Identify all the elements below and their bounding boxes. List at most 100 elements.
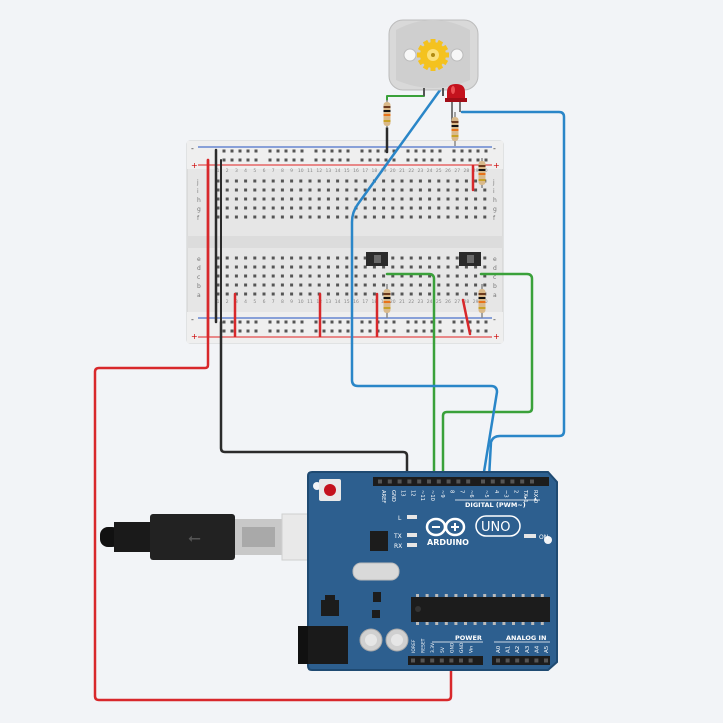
digital-pin-label: ~10 — [429, 490, 435, 501]
column-number: 16 — [353, 299, 359, 305]
column-number: 1 — [217, 168, 220, 174]
header-pin[interactable] — [387, 479, 392, 484]
header-pin[interactable] — [430, 658, 435, 663]
digital-pin-label: 13 — [400, 490, 406, 497]
header-pin[interactable] — [436, 479, 441, 484]
breadboard-column-numbers: 1122334455667788991010111112121313141415… — [217, 168, 488, 305]
analog-pin-label: A1 — [506, 646, 512, 653]
row-letter: i — [493, 188, 495, 195]
column-number: 28 — [464, 168, 470, 174]
header-pin[interactable] — [427, 479, 431, 484]
row-letter: c — [493, 274, 496, 281]
resistor-led[interactable] — [451, 112, 459, 146]
header-pin[interactable] — [520, 479, 525, 484]
brand-label: ARDUINO — [427, 538, 469, 547]
rail-minus-label: - — [191, 144, 194, 153]
header-pin[interactable] — [466, 479, 471, 484]
column-number: 9 — [290, 168, 293, 174]
header-pin[interactable] — [411, 658, 415, 663]
analog-pin-label: A2 — [515, 646, 521, 653]
column-number: 2 — [226, 299, 229, 305]
column-number: 6 — [263, 168, 266, 174]
column-number: 27 — [454, 168, 460, 174]
row-letter: e — [493, 256, 497, 263]
wire-green-pin10 — [441, 272, 534, 480]
header-pin[interactable] — [496, 658, 500, 663]
column-number: 27 — [454, 299, 460, 305]
header-pin[interactable] — [544, 658, 548, 663]
column-number: 20 — [390, 299, 396, 305]
column-number: 8 — [281, 168, 284, 174]
on-label: ON — [539, 534, 548, 541]
digital-pin-label: ~3 — [503, 490, 509, 498]
header-pin[interactable] — [515, 658, 520, 663]
led-rx-label: RX — [394, 543, 402, 550]
column-number: 8 — [281, 299, 284, 305]
column-number: 17 — [362, 299, 368, 305]
header-pin[interactable] — [446, 479, 451, 484]
header-pin[interactable] — [449, 658, 454, 663]
resistor-motor[interactable] — [383, 100, 391, 128]
dc-motor[interactable] — [388, 19, 479, 96]
resistor-pullup-1[interactable] — [478, 158, 486, 188]
power-pin-label: GND — [459, 642, 465, 653]
red-led[interactable] — [445, 84, 467, 122]
row-letter: a — [493, 292, 497, 299]
row-letter: e — [197, 256, 201, 263]
header-pin[interactable] — [481, 479, 485, 484]
column-number: 23 — [418, 168, 424, 174]
resistor-button-2[interactable] — [478, 284, 486, 318]
row-letter: j — [492, 179, 495, 186]
header-pin[interactable] — [530, 479, 534, 484]
column-number: 13 — [326, 168, 332, 174]
model-label: UNO — [481, 520, 510, 535]
header-pin[interactable] — [439, 658, 444, 663]
header-pin[interactable] — [510, 479, 515, 484]
header-pin[interactable] — [420, 658, 425, 663]
header-pin[interactable] — [397, 479, 402, 484]
rail-plus-label: + — [191, 161, 198, 170]
digital-pin-label: RX◂0 — [532, 490, 538, 503]
header-pin[interactable] — [459, 658, 463, 663]
resistors[interactable] — [383, 100, 486, 318]
header-pin[interactable] — [468, 658, 473, 663]
column-number: 22 — [408, 168, 414, 174]
analog-pin-label: A5 — [544, 645, 550, 653]
column-number: 24 — [427, 299, 433, 305]
resistor-button-1[interactable] — [383, 284, 391, 318]
rail-minus-label: - — [493, 315, 496, 324]
analog-pin-label: A3 — [525, 645, 531, 653]
column-number: 11 — [307, 299, 313, 305]
wire-green-pin11 — [385, 272, 436, 480]
column-number: 9 — [290, 299, 293, 305]
header-pin[interactable] — [417, 479, 422, 484]
column-number: 26 — [445, 299, 451, 305]
wire-blue-motor — [350, 84, 499, 480]
header-pin[interactable] — [490, 479, 495, 484]
row-letter: a — [197, 292, 201, 299]
column-number: 7 — [272, 299, 275, 305]
push-button-2[interactable] — [459, 252, 481, 266]
header-pin[interactable] — [407, 479, 412, 484]
digital-label: DIGITAL (PWM~) — [465, 501, 526, 509]
header-pin[interactable] — [378, 479, 382, 484]
header-pin[interactable] — [534, 658, 539, 663]
wire-red-5v — [93, 158, 453, 702]
header-pin[interactable] — [500, 479, 505, 484]
microcontroller-chip — [411, 597, 550, 622]
rail-minus-label: - — [191, 315, 194, 324]
wire-red-jumper-4 — [461, 298, 472, 336]
digital-pin-label: 2 — [512, 490, 518, 493]
push-button-1[interactable] — [366, 252, 388, 266]
header-pin[interactable] — [524, 658, 529, 663]
column-number: 5 — [253, 168, 256, 174]
row-letter: g — [197, 206, 201, 213]
header-pin[interactable] — [456, 479, 461, 484]
led-tx-label: TX — [393, 533, 402, 540]
digital-pin-label: TX▸1 — [522, 489, 528, 503]
header-pin[interactable] — [505, 658, 510, 663]
row-letter: h — [493, 197, 497, 204]
